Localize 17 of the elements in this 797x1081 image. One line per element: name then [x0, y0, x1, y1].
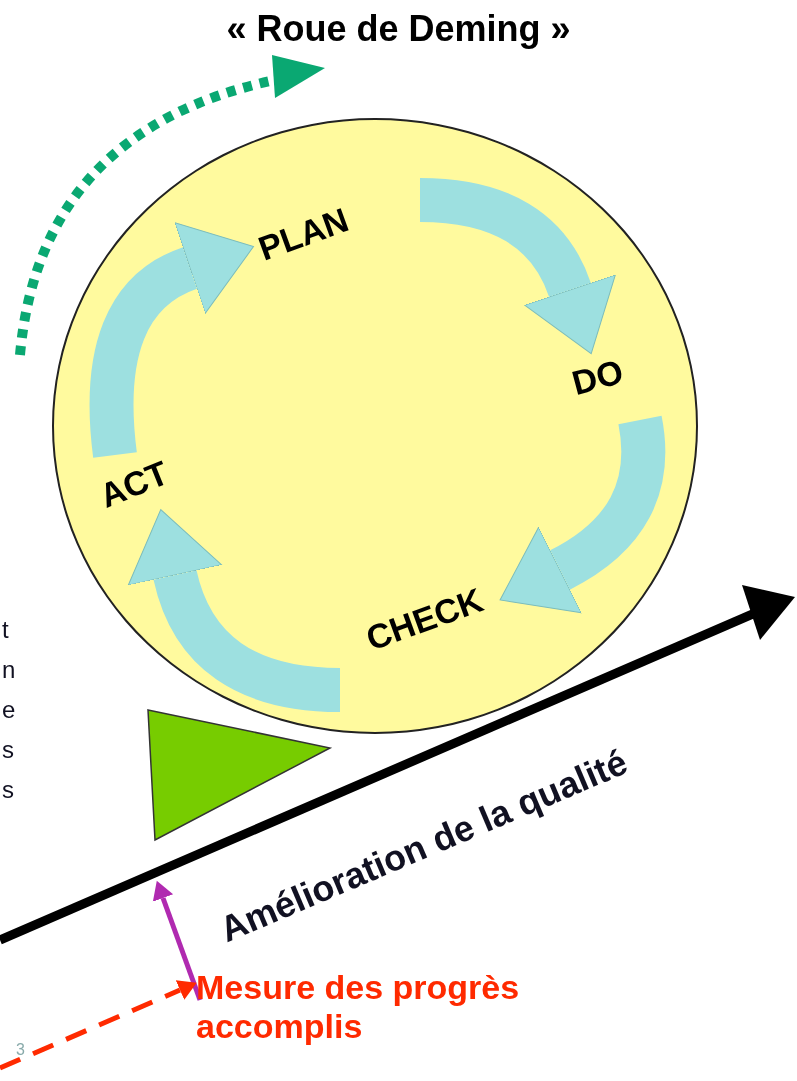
- title: « Roue de Deming »: [225, 8, 572, 50]
- phase-label: DO: [568, 354, 627, 400]
- page-number: 3: [16, 1042, 25, 1058]
- text-fragment: s: [2, 738, 14, 762]
- text-fragment: n: [2, 658, 16, 682]
- arrow: [89, 223, 253, 458]
- note-text: Mesure des progrès accomplis: [196, 968, 636, 1047]
- arrow: [128, 509, 341, 712]
- phase-label: ACT: [95, 455, 173, 513]
- text-fragment: e: [2, 698, 16, 722]
- text-fragment: s: [2, 778, 14, 802]
- arrow: [419, 178, 615, 353]
- arrow: [500, 416, 666, 613]
- phase-label: PLAN: [254, 202, 353, 266]
- text-fragment: t: [2, 618, 9, 642]
- arrow: [0, 980, 197, 1071]
- arrow: [152, 880, 203, 1001]
